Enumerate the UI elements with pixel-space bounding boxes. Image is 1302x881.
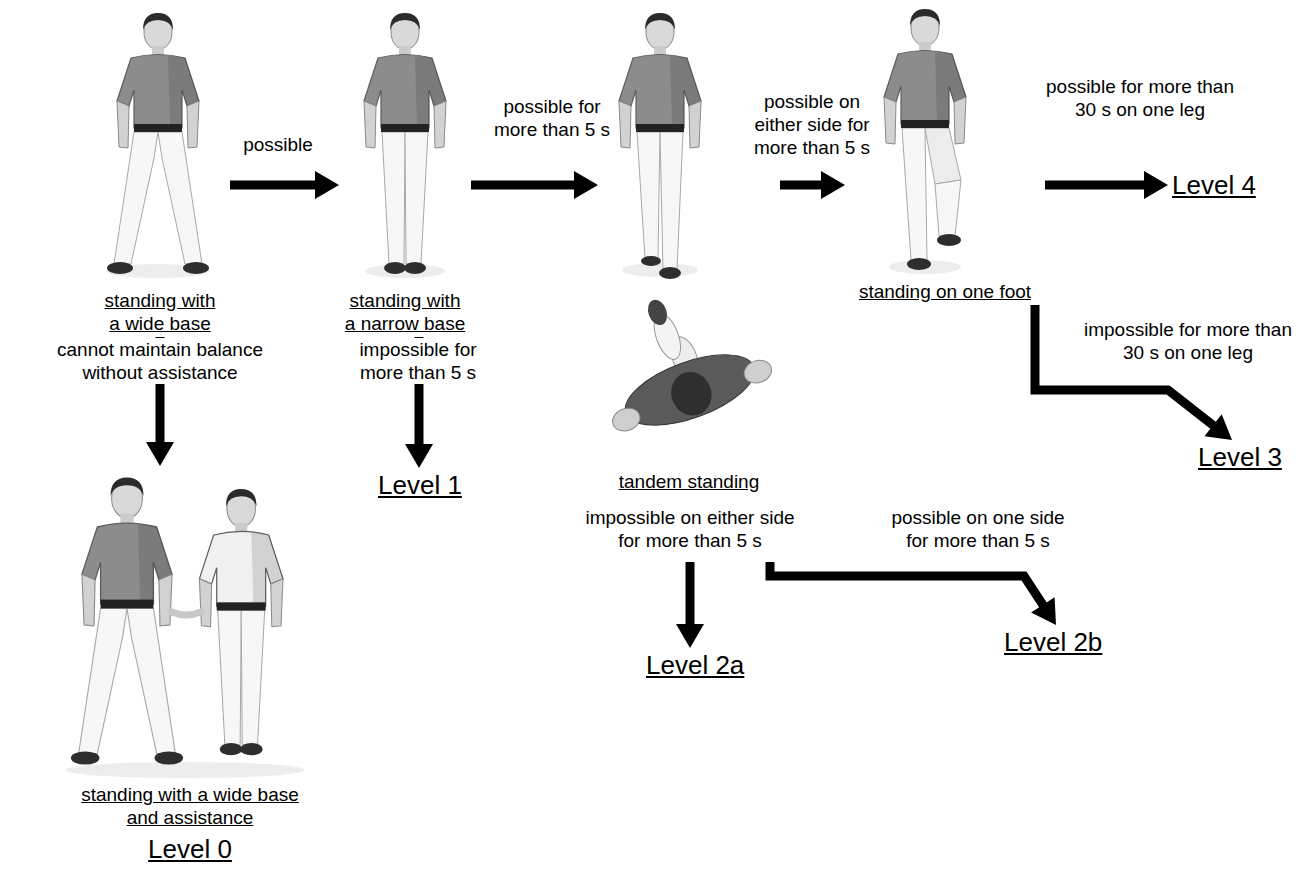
posture-caption: standing on one foot bbox=[859, 280, 1031, 303]
condition-label: impossible on either side for more than … bbox=[577, 506, 803, 552]
level-text: Level 2a bbox=[646, 650, 744, 680]
level-label: Level 2a bbox=[642, 648, 748, 682]
arrow-shaft bbox=[780, 181, 823, 190]
posture-figure: standing with a narrow base bbox=[339, 4, 471, 337]
arrow-shaft bbox=[686, 562, 695, 626]
condition-label: possible bbox=[240, 133, 316, 156]
condition-label: possible on one side for more than 5 s bbox=[883, 506, 1074, 552]
level-text: Level 4 bbox=[1172, 170, 1256, 200]
posture-caption: standing with a narrow base bbox=[343, 289, 467, 335]
posture-caption: standing with a wide base and assistance bbox=[73, 783, 308, 829]
level-text: Level 3 bbox=[1198, 442, 1282, 472]
level-text: Level 2b bbox=[1004, 627, 1102, 657]
posture-figure: standing with a wide base bbox=[90, 4, 230, 337]
arrow-head bbox=[1031, 597, 1056, 625]
flow-arrow bbox=[770, 562, 1056, 625]
posture-figure: tandem standing bbox=[598, 4, 780, 562]
level-text: Level 0 bbox=[148, 834, 232, 864]
posture-figure: standing with a wide base and assistance… bbox=[45, 466, 335, 870]
arrow-head bbox=[821, 171, 845, 199]
level-label: Level 4 bbox=[1168, 168, 1260, 202]
condition-label: possible for more than 30 s on one leg bbox=[1035, 75, 1246, 121]
arrow-head bbox=[405, 444, 433, 468]
level-label: Level 1 bbox=[374, 468, 466, 502]
arrow-shaft bbox=[770, 562, 1044, 607]
figure-narrow-base bbox=[364, 13, 446, 278]
figure-assisted bbox=[65, 478, 305, 779]
arrow-head bbox=[1204, 414, 1232, 440]
tandem-top-view bbox=[578, 270, 779, 445]
level-label: Level 3 bbox=[1194, 440, 1286, 474]
arrow-shaft bbox=[230, 181, 317, 190]
flow-arrow bbox=[1045, 171, 1168, 199]
condition-label: possible on either side for more than 5 … bbox=[747, 90, 878, 159]
flow-arrow bbox=[676, 562, 704, 648]
arrow-head bbox=[146, 442, 174, 466]
figure-tandem bbox=[619, 13, 701, 279]
level-text: Level 1 bbox=[378, 470, 462, 500]
level-label: Level 2b bbox=[1000, 625, 1106, 659]
arrow-shaft bbox=[471, 181, 576, 190]
figure-wide-base bbox=[106, 13, 210, 278]
flow-arrow bbox=[780, 171, 845, 199]
arrow-head bbox=[315, 171, 339, 199]
condition-label: impossible for more than 5 s bbox=[353, 338, 484, 384]
figure-one-foot bbox=[884, 9, 966, 274]
posture-caption: standing with a wide base bbox=[98, 289, 222, 335]
arrow-head bbox=[574, 171, 598, 199]
condition-label: cannot maintain balance without assistan… bbox=[50, 338, 271, 384]
arrow-head bbox=[676, 624, 704, 648]
flow-arrow bbox=[230, 171, 339, 199]
arrow-head bbox=[1144, 171, 1168, 199]
condition-label: possible for more than 5 s bbox=[487, 95, 618, 141]
condition-label: impossible for more than 30 s on one leg bbox=[1079, 318, 1297, 364]
flow-arrow bbox=[471, 171, 598, 199]
posture-caption: tandem standing bbox=[619, 470, 760, 493]
arrow-shaft bbox=[1045, 181, 1146, 190]
